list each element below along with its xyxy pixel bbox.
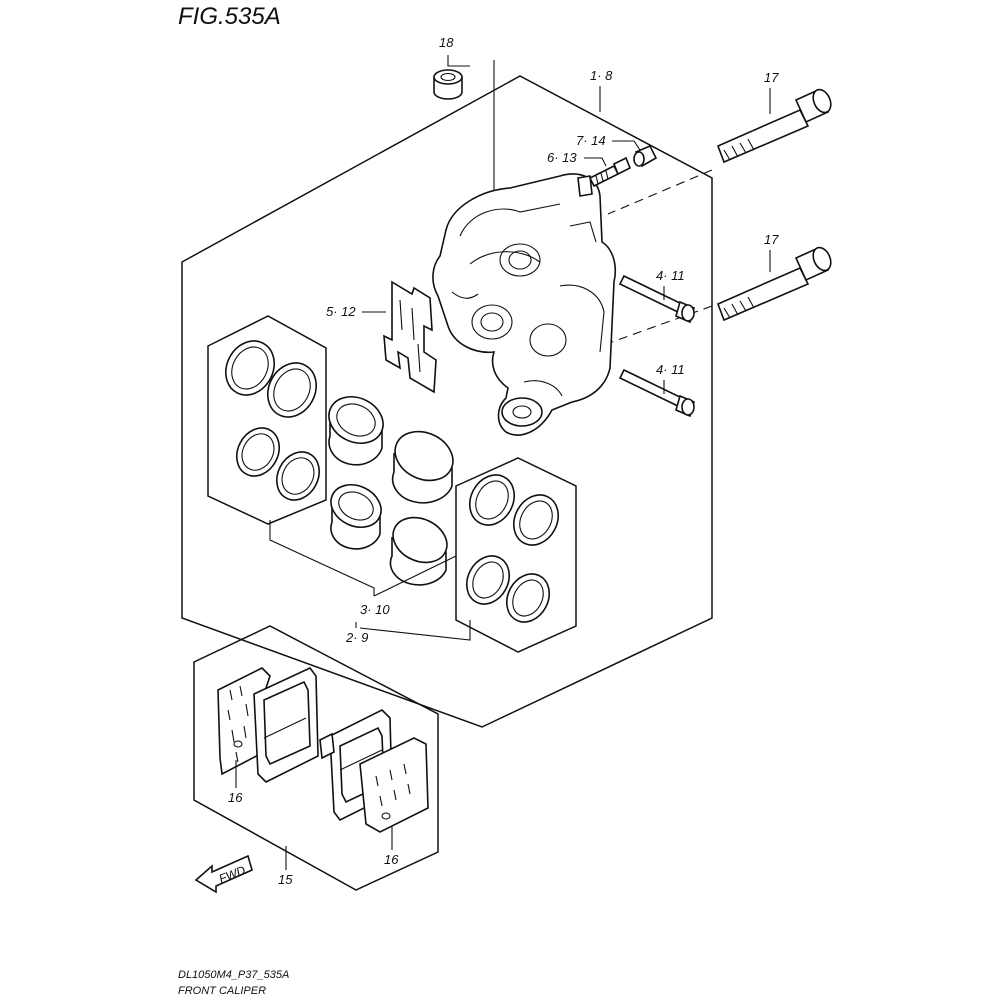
forward-arrow-icon: FWD [194,854,253,894]
spacer-18 [433,69,463,100]
brake-pad-left [253,667,319,783]
forward-arrow-label: FWD [217,863,248,886]
callout-15: 15 [278,872,293,887]
piston-seals-left [225,340,321,501]
caliper-assembly-frame [181,75,713,728]
pad-spring [383,280,437,394]
callout-17-mid: 17 [764,232,779,247]
callout-5-12: 5· 12 [326,304,356,319]
caliper-body [432,173,617,436]
seal-group-left-frame [207,315,327,525]
callout-1-8: 1· 8 [590,68,613,83]
caliper-bolt-17-mid [716,246,832,322]
pad-set-frame [193,625,439,891]
seal-group-right-frame [455,457,577,653]
diagram-caption: FRONT CALIPER [178,985,266,997]
callout-16-left: 16 [228,790,243,805]
callout-2-9: 2· 9 [345,630,368,645]
bleeder-screw [588,156,632,188]
callout-7-14: 7· 14 [576,133,606,148]
callout-4-11-lower: 4· 11 [656,362,685,377]
pad-pin-upper [618,274,695,324]
pad-pin-lower [618,368,695,418]
callout-3-10: 3· 10 [360,602,390,617]
callout-4-11-upper: 4· 11 [656,268,685,283]
diagram-code: DL1050M4_P37_535A [178,969,289,981]
pad-shim-right [359,737,429,833]
pistons [328,396,454,586]
callout-16-right: 16 [384,852,399,867]
piston-seals-right [465,474,559,623]
figure-title: FIG.535A [178,3,281,30]
caliper-bolt-17-top [716,88,832,164]
bleeder-cap [633,144,658,168]
callout-18: 18 [439,35,454,50]
callout-6-13: 6· 13 [547,150,577,165]
callout-17-top: 17 [764,70,779,85]
